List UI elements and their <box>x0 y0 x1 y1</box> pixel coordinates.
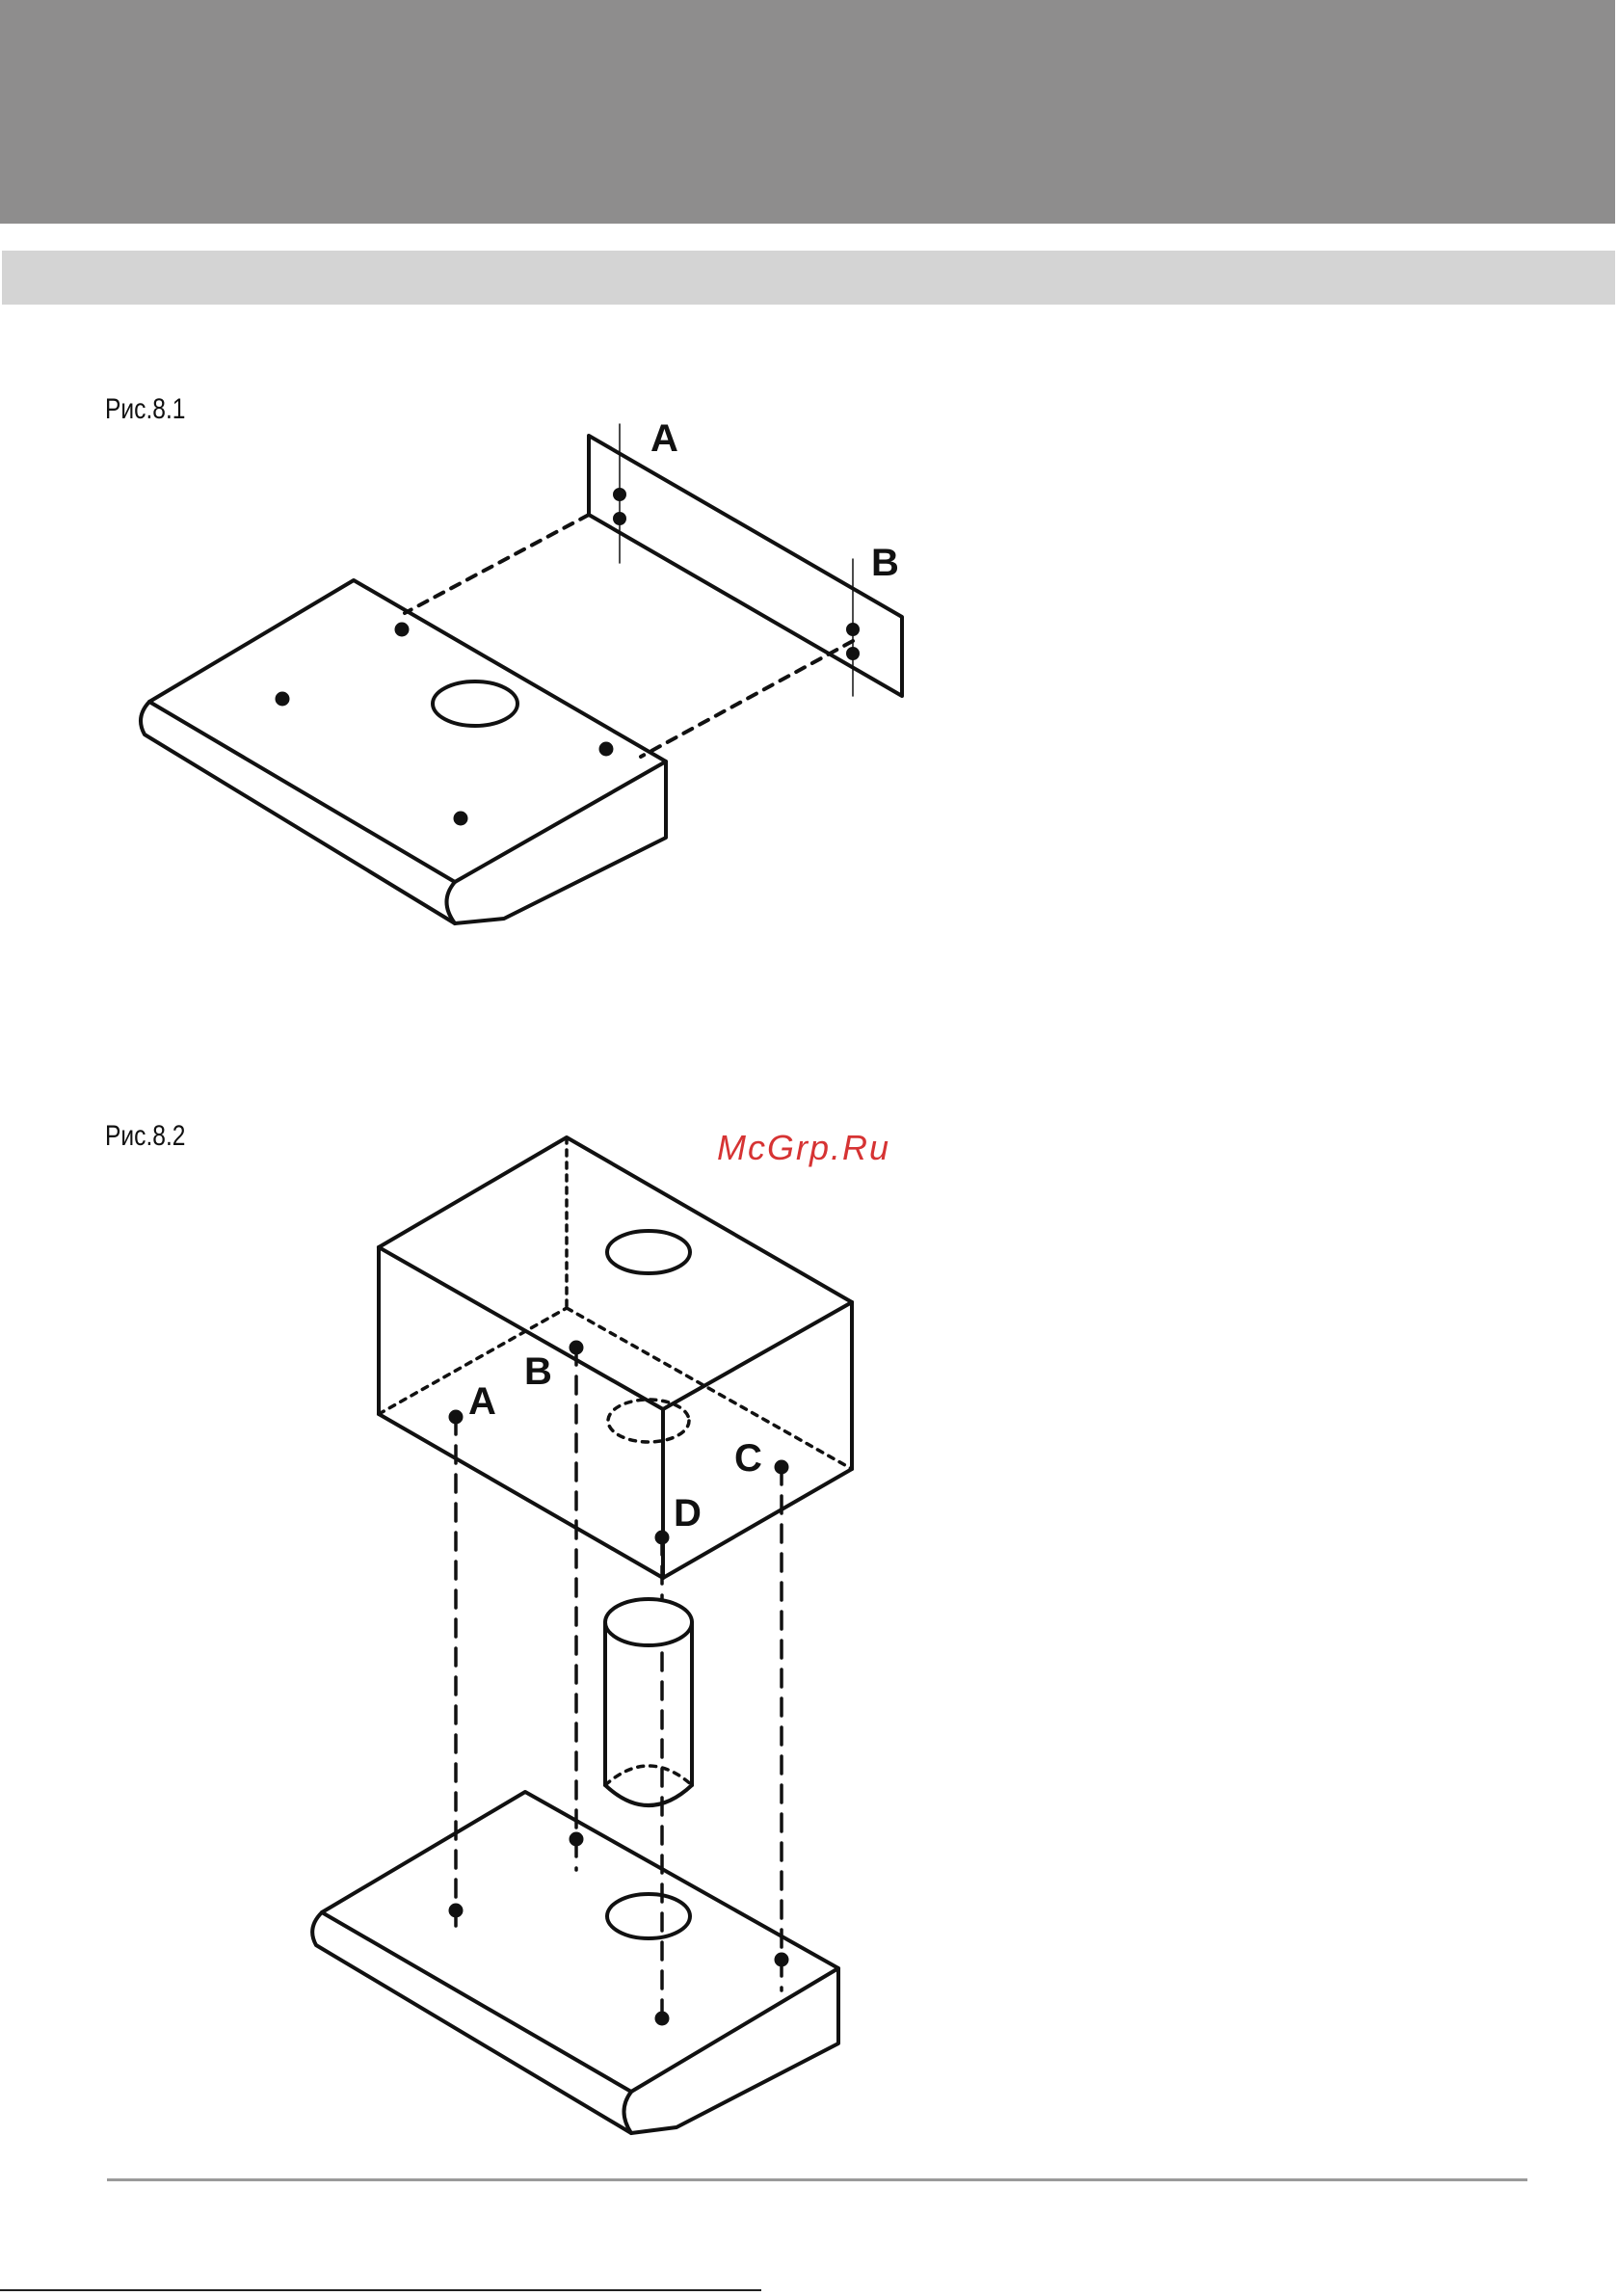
label-b-fig1: B <box>871 542 899 584</box>
lower-hood <box>312 1792 838 2133</box>
alignment-guides <box>456 1348 782 2024</box>
label-b-fig2: B <box>524 1350 552 1393</box>
label-a-fig1: A <box>650 417 678 460</box>
wall-plate <box>589 424 902 696</box>
duct-pipe <box>605 1599 692 1805</box>
label-c-fig2: C <box>734 1437 762 1480</box>
footer-rule <box>107 2178 1527 2181</box>
figure-8-2-diagram <box>312 1137 852 2133</box>
bottom-edge-line <box>0 2289 761 2291</box>
label-a-fig2: A <box>468 1380 496 1423</box>
hood-body <box>141 580 666 923</box>
label-d-fig2: D <box>674 1492 702 1535</box>
figure-8-1-diagram <box>141 424 902 923</box>
